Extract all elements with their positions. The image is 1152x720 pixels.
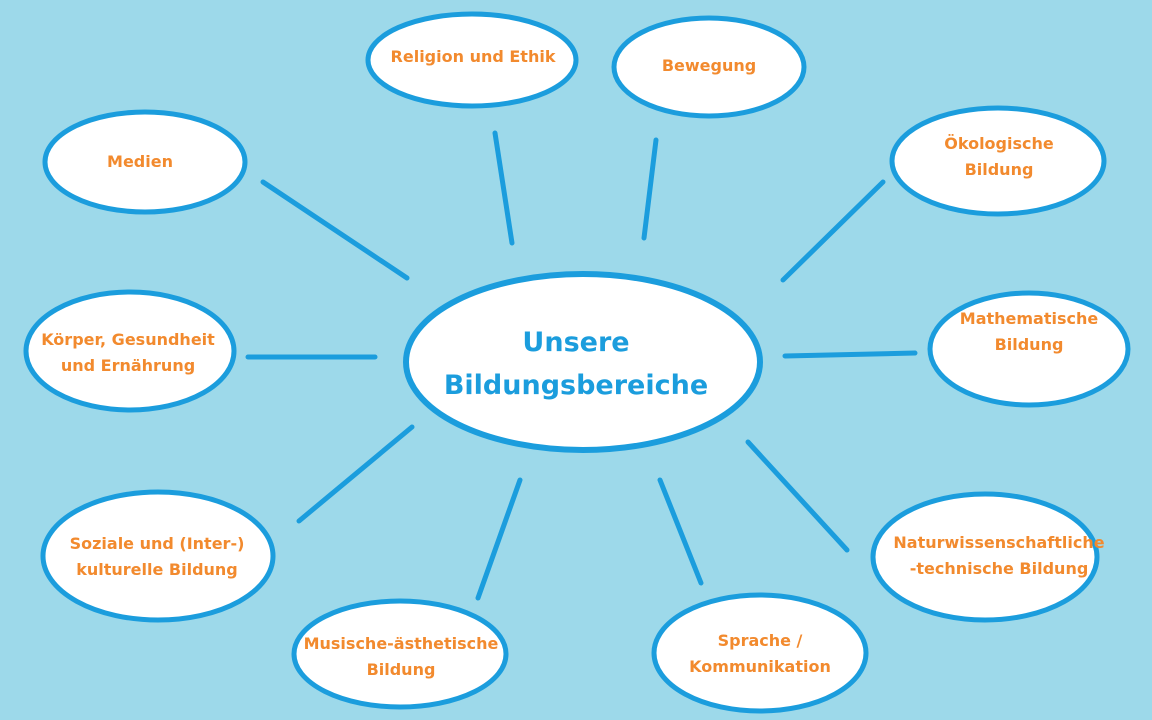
node-sprache-ellipse: [651, 592, 869, 714]
connector-religion: [492, 130, 515, 246]
node-musische-label-line1: Musische-ästhetische: [304, 634, 499, 653]
node-musische: Musische-ästhetische Bildung: [291, 598, 509, 710]
node-soziale-label-line1: Soziale und (Inter-): [70, 534, 245, 553]
node-sprache: Sprache / Kommunikation: [651, 592, 869, 714]
center-node: Unsere Bildungsbereiche: [403, 271, 763, 453]
node-musische-ellipse: [291, 598, 509, 710]
connector-sprache: [657, 477, 704, 586]
node-sprache-label-line2: Kommunikation: [689, 657, 831, 676]
connector-oekologische: [780, 179, 886, 283]
node-naturwissenschaftliche: Naturwissenschaftliche -technische Bildu…: [870, 491, 1105, 623]
connector-bewegung: [641, 137, 659, 241]
center-ellipse: [403, 271, 763, 453]
connector-medien: [260, 179, 410, 281]
node-oekologische-label-line1: Ökologische: [944, 134, 1054, 153]
node-koerper-label-line2: und Ernährung: [61, 356, 195, 375]
node-oekologische-ellipse: [889, 105, 1107, 217]
center-title-line1: Unsere: [522, 327, 629, 358]
node-medien: Medien: [42, 109, 248, 215]
node-oekologische-label-line2: Bildung: [965, 160, 1034, 179]
node-naturwissenschaftliche-label-line2: -technische Bildung: [910, 559, 1089, 578]
node-musische-label-line2: Bildung: [367, 660, 436, 679]
node-religion-ellipse: [365, 11, 579, 109]
node-naturwissenschaftliche-ellipse: [870, 491, 1100, 623]
node-oekologische: Ökologische Bildung: [889, 105, 1107, 217]
connector-musische: [475, 477, 523, 601]
node-religion: Religion und Ethik: [365, 11, 579, 109]
node-bewegung-label: Bewegung: [662, 56, 756, 75]
node-mathematische: Mathematische Bildung: [927, 290, 1131, 408]
node-bewegung-ellipse: [611, 15, 807, 119]
node-koerper-ellipse: [23, 289, 237, 413]
node-soziale: Soziale und (Inter-) kulturelle Bildung: [40, 489, 276, 623]
node-soziale-ellipse: [40, 489, 276, 623]
connector-mathematische: [782, 350, 918, 359]
node-bewegung: Bewegung: [611, 15, 807, 119]
node-koerper: Körper, Gesundheit und Ernährung: [23, 289, 237, 413]
node-naturwissenschaftliche-label-line1: Naturwissenschaftliche: [893, 533, 1104, 552]
connector-naturwissenschaftliche: [745, 439, 850, 553]
node-mathematische-label-line2: Bildung: [995, 335, 1064, 354]
node-soziale-label-line2: kulturelle Bildung: [76, 560, 238, 579]
connector-lines: [245, 130, 918, 601]
node-sprache-label-line1: Sprache /: [718, 631, 803, 650]
node-religion-label: Religion und Ethik: [391, 47, 556, 66]
node-medien-ellipse: [42, 109, 248, 215]
node-mathematische-ellipse: [927, 290, 1131, 408]
node-koerper-label-line1: Körper, Gesundheit: [41, 330, 215, 349]
node-mathematische-label-line1: Mathematische: [960, 309, 1099, 328]
node-medien-label: Medien: [107, 152, 173, 171]
connector-soziale: [296, 424, 415, 524]
center-title-line2: Bildungsbereiche: [444, 370, 708, 401]
